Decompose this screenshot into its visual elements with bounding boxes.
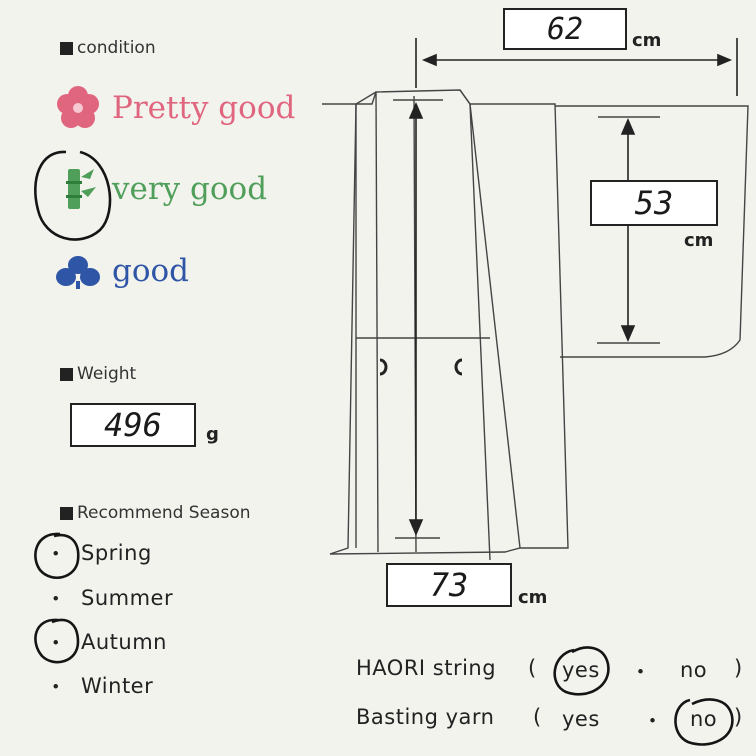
no-circle [674,698,734,746]
haori-string-no[interactable]: no [680,658,708,682]
basting-yarn-close: ) [734,705,743,729]
condition-option-good[interactable]: good [54,247,189,295]
season-autumn[interactable]: ・ Autumn [45,627,167,657]
haori-string-yes[interactable]: yes [562,658,600,682]
sleeve-length-unit: cm [684,230,714,251]
season-summer[interactable]: ・ Summer [45,583,173,613]
dot-bullet-icon: ・ [45,587,67,611]
weight-heading: Weight [60,364,136,384]
spring-circle [34,532,80,580]
square-bullet-icon [60,367,73,381]
dot-bullet-icon: ・ [45,675,67,699]
very-good-circle [34,150,112,241]
sleeve-length-box: 53 [590,180,718,226]
body-length-box: 73 [386,563,512,607]
basting-yarn-no[interactable]: no [690,707,718,731]
basting-yarn-sep: ・ [642,709,664,733]
square-bullet-icon [60,41,73,55]
haori-tie-left [379,358,388,376]
condition-option-pretty-good[interactable]: Pretty good [54,84,295,132]
yes-circle [553,646,610,696]
haori-string-open: ( [528,656,537,680]
bamboo-icon [54,165,102,213]
haori-outline [322,89,569,555]
basting-yarn-open: ( [533,705,542,729]
basting-yarn-yes[interactable]: yes [562,707,600,731]
weight-value-box: 496 [70,403,196,447]
basting-yarn-label: Basting yarn [356,705,495,729]
condition-heading: condition [60,38,156,58]
haori-string-sep: ・ [630,660,652,684]
season-spring[interactable]: ・ Spring [45,538,152,568]
haori-string-close: ) [734,656,743,680]
dot-bullet-icon: ・ [45,542,67,566]
plum-blossom-icon [54,84,102,132]
dot-bullet-icon: ・ [45,631,67,655]
sleeve-outline [555,105,749,358]
pine-icon [54,247,102,295]
sleeve-width-unit: cm [632,30,662,51]
condition-option-very-good[interactable]: very good [54,165,267,213]
body-length-unit: cm [518,587,548,608]
sleeve-width-box: 62 [503,8,627,50]
weight-unit: g [206,424,219,445]
season-winter[interactable]: ・ Winter [45,671,153,701]
square-bullet-icon [60,506,73,520]
autumn-circle [34,618,80,664]
haori-string-label: HAORI string [356,656,497,680]
haori-tie-right [454,358,463,376]
season-heading: Recommend Season [60,503,251,523]
